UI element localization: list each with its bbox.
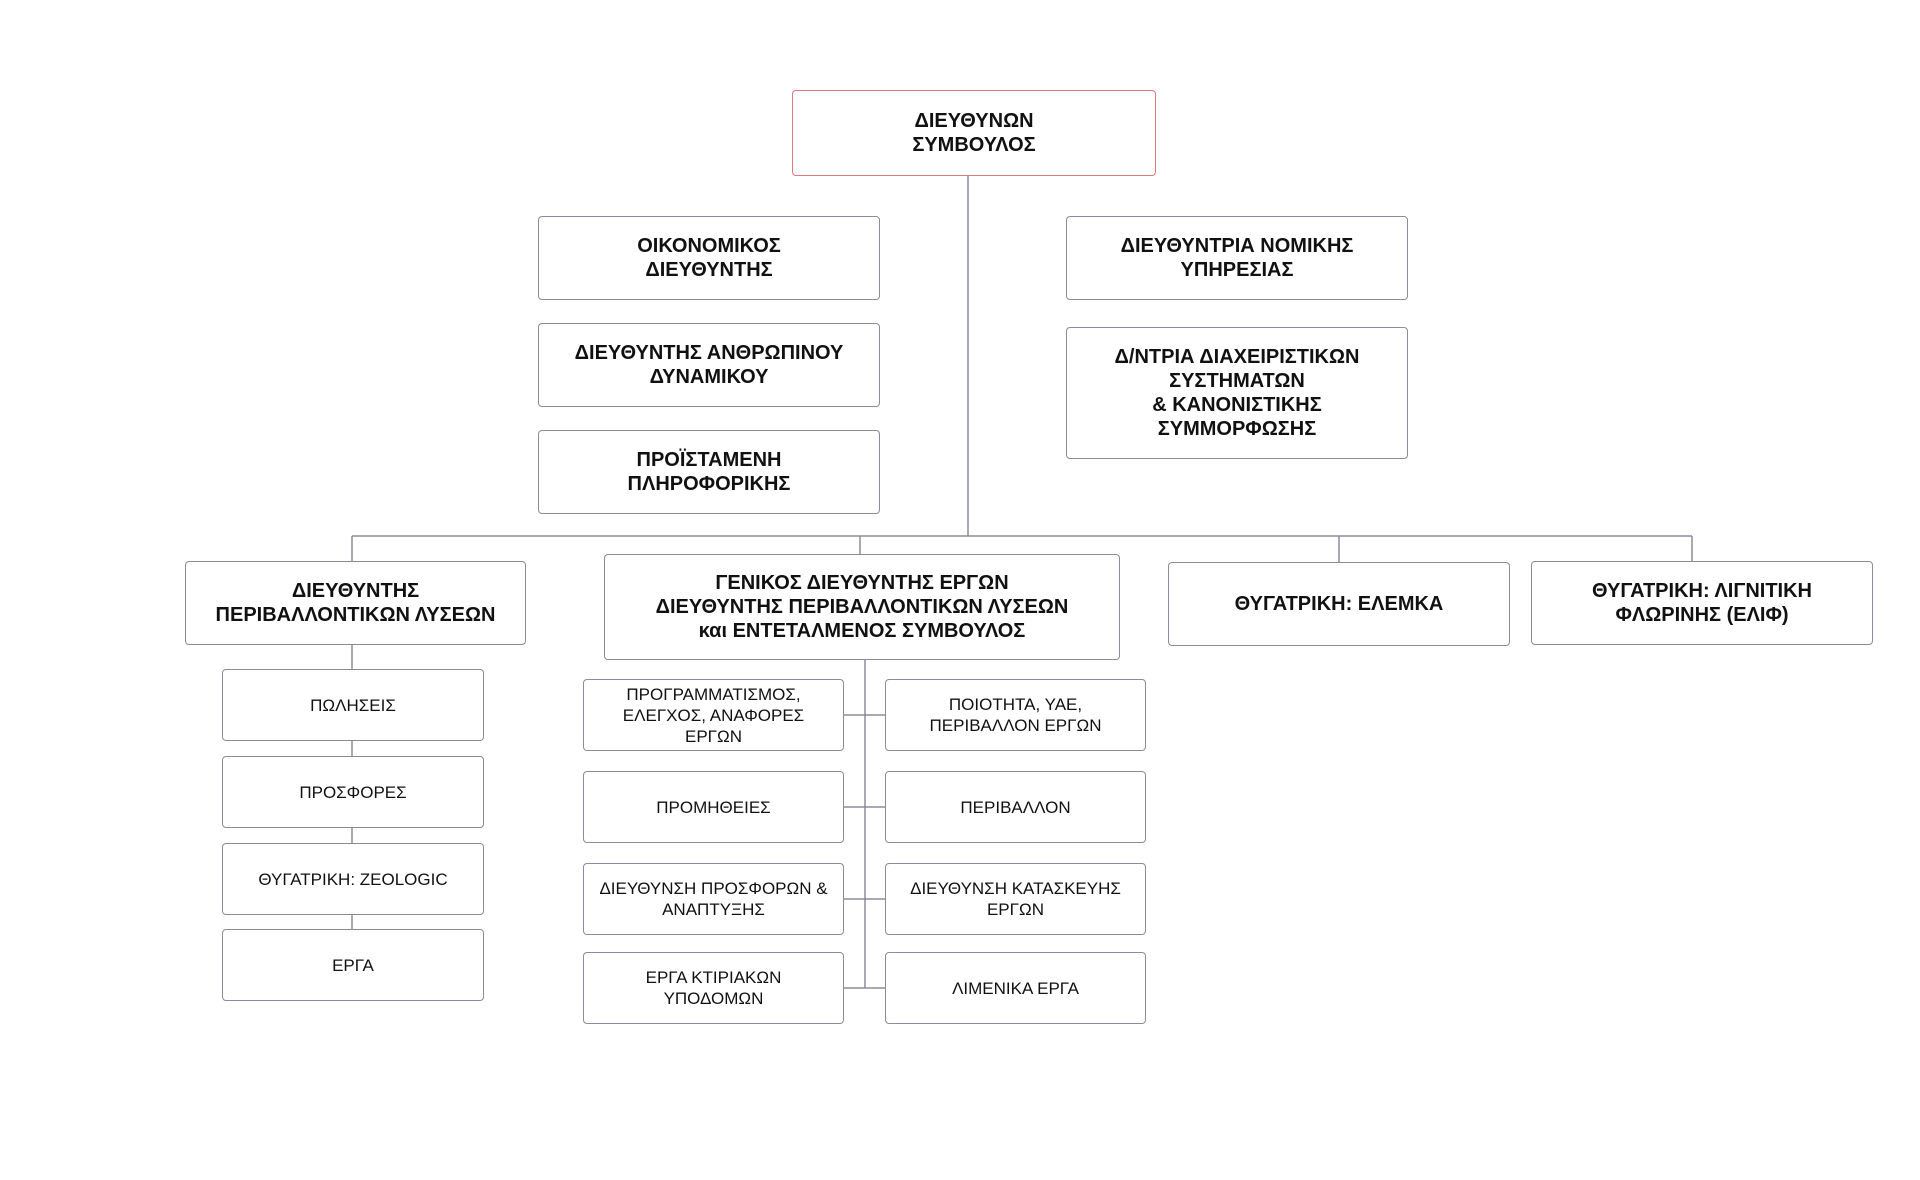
subsidiary-elemka-box: ΘΥΓΑΤΡΙΚΗ: ΕΛΕΜΚΑ [1168, 562, 1510, 646]
offers-development-box: ΔΙΕΥΘΥΝΣΗ ΠΡΟΣΦΟΡΩΝ & ΑΝΑΠΤΥΞΗΣ [583, 863, 844, 935]
subsidiary-elif-box: ΘΥΓΑΤΡΙΚΗ: ΛΙΓΝΙΤΙΚΗ ΦΛΩΡΙΝΗΣ (ΕΛΙΦ) [1531, 561, 1873, 645]
cfo-box: ΟΙΚΟΝΟΜΙΚΟΣ ΔΙΕΥΘΥΝΤΗΣ [538, 216, 880, 300]
env-zeologic-box: ΘΥΓΑΤΡΙΚΗ: ZEOLOGIC [222, 843, 484, 915]
env-offers-box: ΠΡΟΣΦΟΡΕΣ [222, 756, 484, 828]
env-sales-box: ΠΩΛΗΣΕΙΣ [222, 669, 484, 741]
construction-management-box: ΔΙΕΥΘΥΝΣΗ ΚΑΤΑΣΚΕΥΗΣ ΕΡΓΩΝ [885, 863, 1146, 935]
hr-director-box: ΔΙΕΥΘΥΝΤΗΣ ΑΝΘΡΩΠΙΝΟΥ ΔΥΝΑΜΙΚΟΥ [538, 323, 880, 407]
environment-box: ΠΕΡΙΒΑΛΛΟΝ [885, 771, 1146, 843]
compliance-director-box: Δ/ΝΤΡΙΑ ΔΙΑΧΕΙΡΙΣΤΙΚΩΝ ΣΥΣΤΗΜΑΤΩΝ & ΚΑΝΟ… [1066, 327, 1408, 459]
env-projects-box: ΕΡΓΑ [222, 929, 484, 1001]
port-projects-box: ΛΙΜΕΝΙΚΑ ΕΡΓΑ [885, 952, 1146, 1024]
quality-environment-box: ΠΟΙΟΤΗΤΑ, ΥΑΕ, ΠΕΡΙΒΑΛΛΟΝ ΕΡΓΩΝ [885, 679, 1146, 751]
it-head-box: ΠΡΟΪΣΤΑΜΕΝΗ ΠΛΗΡΟΦΟΡΙΚΗΣ [538, 430, 880, 514]
procurement-box: ΠΡΟΜΗΘΕΙΕΣ [583, 771, 844, 843]
env-solutions-director-box: ΔΙΕΥΘΥΝΤΗΣ ΠΕΡΙΒΑΛΛΟΝΤΙΚΩΝ ΛΥΣΕΩΝ [185, 561, 526, 645]
project-planning-box: ΠΡΟΓΡΑΜΜΑΤΙΣΜΟΣ, ΕΛΕΓΧΟΣ, ΑΝΑΦΟΡΕΣ ΕΡΓΩΝ [583, 679, 844, 751]
ceo-box: ΔΙΕΥΘΥΝΩΝ ΣΥΜΒΟΥΛΟΣ [792, 90, 1156, 176]
building-infrastructure-box: ΕΡΓΑ ΚΤΙΡΙΑΚΩΝ ΥΠΟΔΟΜΩΝ [583, 952, 844, 1024]
general-projects-director-box: ΓΕΝΙΚΟΣ ΔΙΕΥΘΥΝΤΗΣ ΕΡΓΩΝ ΔΙΕΥΘΥΝΤΗΣ ΠΕΡΙ… [604, 554, 1120, 660]
legal-director-box: ΔΙΕΥΘΥΝΤΡΙΑ ΝΟΜΙΚΗΣ ΥΠΗΡΕΣΙΑΣ [1066, 216, 1408, 300]
